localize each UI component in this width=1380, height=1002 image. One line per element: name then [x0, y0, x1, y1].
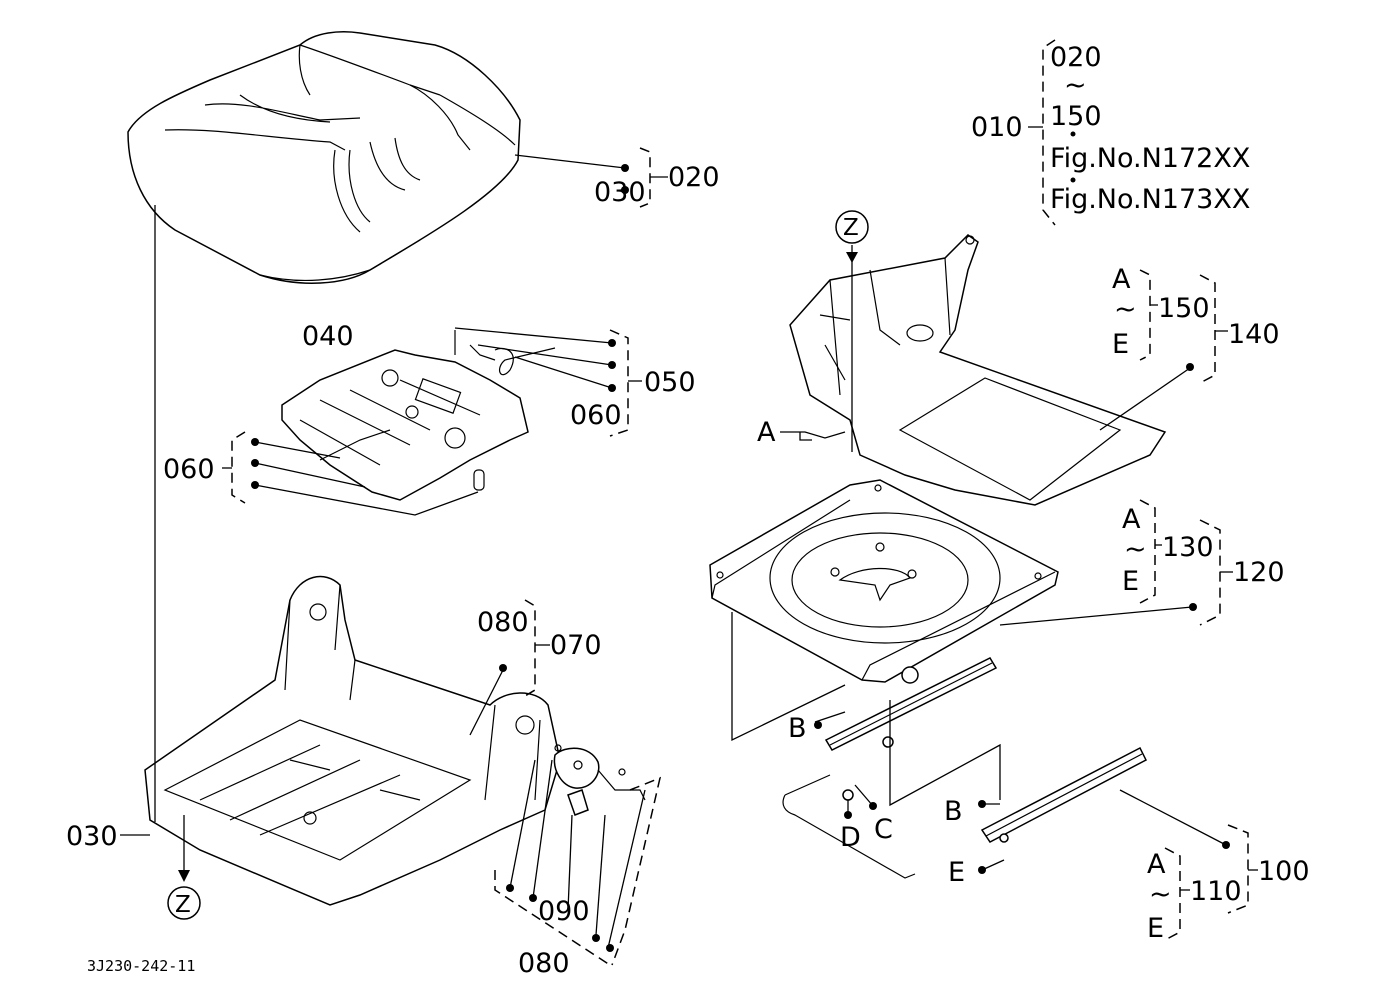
label-030-top: 030: [594, 177, 646, 208]
frame-140: [789, 234, 1167, 506]
range-130-from: A: [1122, 504, 1141, 535]
callout-dots: [251, 131, 1230, 952]
legend-010: 010: [971, 112, 1023, 143]
range-130-to: E: [1122, 566, 1139, 597]
brackets: [222, 39, 1258, 966]
callout-b-left: B: [788, 713, 807, 744]
label-080-a: 080: [477, 607, 529, 638]
callout-c: C: [874, 814, 893, 845]
callout-a: A: [757, 417, 776, 448]
legend-range-end: 150: [1050, 101, 1102, 132]
label-080-b: 080: [518, 948, 570, 979]
range-110-from: A: [1147, 849, 1166, 880]
legend-range-sep: ~: [1064, 70, 1087, 101]
seat-cushion: [127, 31, 521, 284]
lever-assembly-080: [553, 744, 646, 816]
z-callout-top-circle: [835, 210, 869, 244]
label-040: 040: [302, 321, 354, 352]
label-050: 050: [644, 367, 696, 398]
z-callout-bottom-circle: [167, 886, 201, 920]
range-110-to: E: [1147, 913, 1164, 944]
slide-rails-100: [782, 657, 1147, 879]
label-120: 120: [1233, 557, 1285, 588]
z-top-text: Z: [843, 215, 859, 241]
seat-pan-040: [281, 330, 556, 501]
label-140: 140: [1228, 319, 1280, 350]
label-090: 090: [538, 896, 590, 927]
label-030-bottom: 030: [66, 821, 118, 852]
label-060-b: 060: [163, 454, 215, 485]
callout-b-right: B: [944, 796, 963, 827]
label-100: 100: [1258, 856, 1310, 887]
range-130-sep: ~: [1124, 534, 1147, 565]
legend-fig-ref-1: Fig.No.N172XX: [1050, 143, 1250, 174]
label-070: 070: [550, 630, 602, 661]
leader-lines: [120, 126, 1227, 949]
legend-fig-ref-2: Fig.No.N173XX: [1050, 184, 1250, 215]
label-150: 150: [1158, 293, 1210, 324]
label-060-a: 060: [570, 400, 622, 431]
range-150-sep: ~: [1114, 294, 1137, 325]
figure-code: 3J230-242-11: [87, 957, 195, 975]
range-150-to: E: [1112, 329, 1129, 360]
turntable-120: [709, 479, 1059, 684]
range-150-from: A: [1112, 264, 1131, 295]
label-130: 130: [1162, 532, 1214, 563]
labels: 020 030 040 050 060 060 080 070 030 090 …: [66, 42, 1310, 979]
label-110: 110: [1190, 876, 1242, 907]
seat-frame-070: [144, 575, 561, 906]
z-bottom-text: Z: [175, 892, 191, 918]
legend-range-start: 020: [1050, 42, 1102, 73]
callout-d: D: [840, 822, 861, 853]
callout-e: E: [948, 857, 965, 888]
range-110-sep: ~: [1149, 879, 1172, 910]
label-020: 020: [668, 162, 720, 193]
